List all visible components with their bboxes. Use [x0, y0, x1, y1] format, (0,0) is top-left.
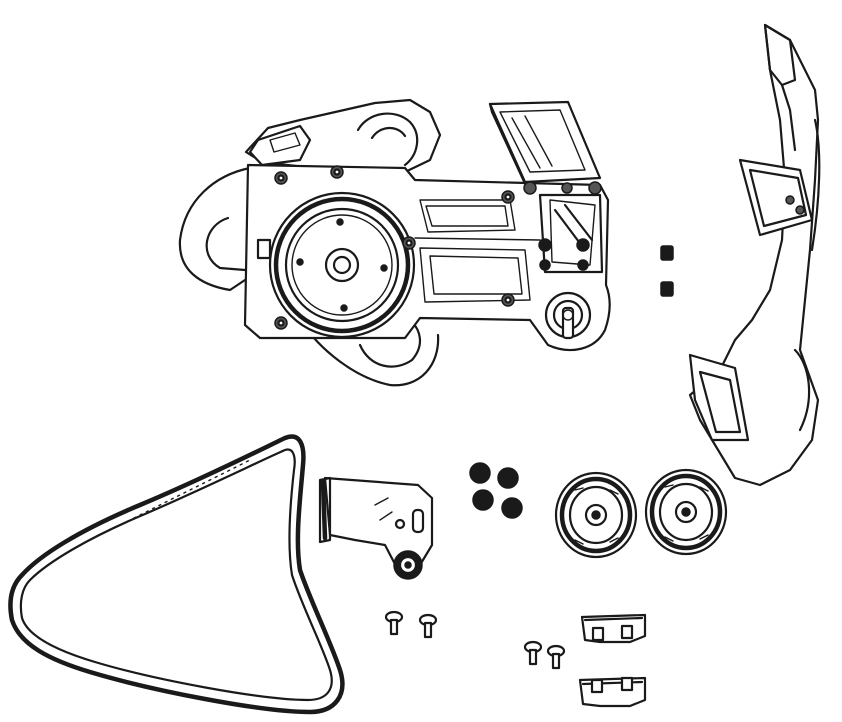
set-screws [384, 610, 438, 639]
loose-nuts [660, 245, 674, 297]
side-cover-panel [688, 23, 821, 487]
drive-belt [8, 434, 345, 715]
idler-bracket [318, 476, 434, 580]
rubber-bumpers [469, 462, 523, 519]
belt-clamps [578, 613, 647, 708]
pulley-left [554, 471, 638, 559]
mounting-screws [523, 640, 566, 670]
main-housing-assembly [178, 98, 611, 387]
pulley-right [644, 468, 728, 556]
